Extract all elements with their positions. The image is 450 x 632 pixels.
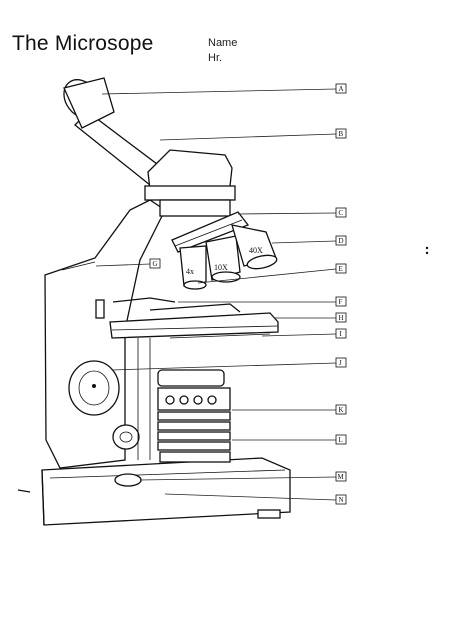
- svg-text:J: J: [339, 359, 342, 367]
- label-a: A: [335, 83, 347, 94]
- label-n: N: [335, 494, 347, 505]
- mag-4x: 4x: [186, 267, 194, 276]
- svg-text:M: M: [338, 473, 345, 481]
- label-c: C: [335, 207, 347, 218]
- svg-text:L: L: [339, 436, 343, 444]
- nosepiece: [171, 211, 250, 253]
- stage-clips: [95, 297, 241, 319]
- svg-text:K: K: [339, 406, 344, 414]
- svg-text:D: D: [339, 237, 344, 245]
- svg-text:G: G: [153, 260, 158, 268]
- label-i: I: [335, 328, 347, 339]
- objective-40x: [231, 224, 278, 270]
- label-h: H: [335, 312, 347, 323]
- stage-support: [137, 338, 151, 460]
- name-label: Name: [208, 37, 238, 49]
- stage: [109, 312, 279, 339]
- label-k: K: [335, 404, 347, 415]
- coarse-focus-knob: [68, 360, 120, 416]
- svg-text:E: E: [339, 265, 343, 273]
- svg-text:N: N: [339, 496, 344, 504]
- svg-text:C: C: [339, 209, 344, 217]
- hour-label: Hr.: [208, 52, 223, 64]
- svg-text:B: B: [339, 130, 344, 138]
- eyepiece-tube: [63, 77, 166, 186]
- label-e: E: [335, 263, 347, 274]
- svg-text:H: H: [339, 314, 344, 322]
- fine-focus-knob: [112, 424, 140, 450]
- label-g: G: [149, 258, 161, 269]
- objective-10x: [205, 235, 241, 283]
- page-title: The Microsope: [12, 32, 154, 55]
- microscope-head: [144, 149, 236, 217]
- svg-text:A: A: [339, 85, 344, 93]
- label-l: L: [335, 434, 347, 445]
- illuminator-stack: [157, 369, 231, 463]
- leader-lines: [95, 88, 337, 501]
- label-j: J: [335, 357, 347, 368]
- microscope-base: [17, 457, 291, 526]
- stray-mark: [425, 246, 429, 250]
- base-knob: [114, 473, 142, 487]
- label-f: F: [335, 296, 347, 307]
- label-d: D: [335, 235, 347, 246]
- stray-mark: [425, 251, 429, 255]
- mag-10x: 10X: [214, 263, 228, 272]
- label-b: B: [335, 128, 347, 139]
- svg-text:F: F: [339, 298, 343, 306]
- mag-40x: 40X: [249, 246, 263, 255]
- label-m: M: [335, 471, 347, 482]
- svg-text:I: I: [340, 330, 343, 338]
